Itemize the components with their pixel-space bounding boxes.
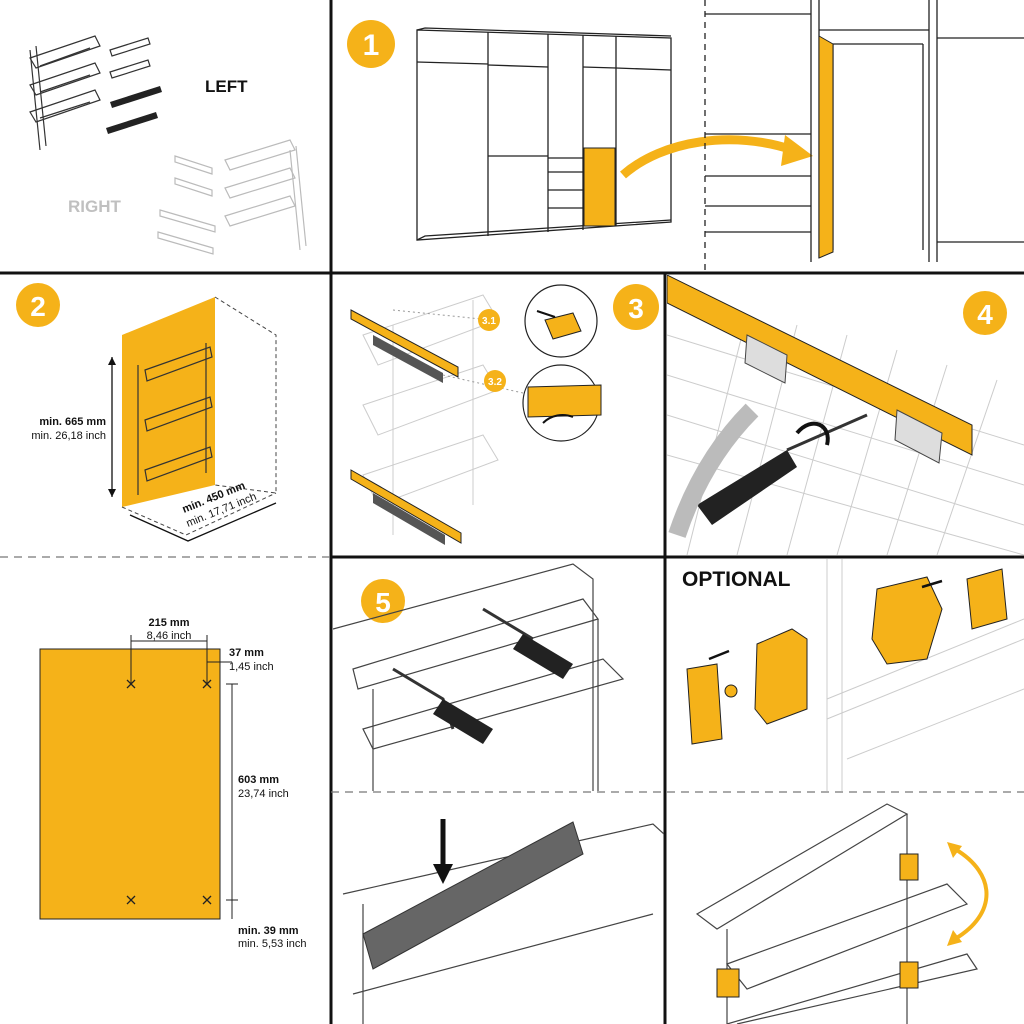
step3-number: 3 xyxy=(628,293,644,324)
adjust-illustration xyxy=(695,803,989,1024)
clamp-top xyxy=(899,853,919,881)
height-mm: min. 665 mm xyxy=(39,416,106,428)
rotate-arrow-4 xyxy=(795,421,830,446)
gray-arrow xyxy=(668,403,759,538)
width-dim-line xyxy=(130,635,208,684)
overview-illustration: LEFT RIGHT xyxy=(29,35,307,255)
step5-illustration: 5 xyxy=(333,563,625,791)
clamp-bottom-right xyxy=(899,961,919,989)
step4-bracket-1 xyxy=(744,334,788,384)
end-cap-left xyxy=(686,663,723,745)
adjust-frame xyxy=(695,803,978,1024)
side-panel xyxy=(39,648,221,920)
step1-badge xyxy=(347,20,395,68)
cover-illustration xyxy=(342,819,664,1024)
step3-panel: 3 3.1 3.2 xyxy=(333,275,664,555)
edge-inch: 1,45 inch xyxy=(229,661,274,673)
depth-dimension-line xyxy=(129,502,277,542)
clamp-bottom-left xyxy=(716,968,740,998)
zoom-side-panel xyxy=(818,35,834,259)
drill-template: 215 mm 8,46 inch 37 mm 1,45 inch 603 mm … xyxy=(39,617,306,950)
step4-bracket-2 xyxy=(894,409,943,464)
detail-2-part xyxy=(527,384,602,418)
cabinet-baskets xyxy=(137,343,213,495)
step1-arrowhead xyxy=(781,135,813,166)
left-label: LEFT xyxy=(205,77,248,96)
callout-3-2-badge xyxy=(484,370,506,392)
lower-rail xyxy=(350,469,462,544)
width-inch: 8,46 inch xyxy=(147,630,192,642)
step2-illustration: 2 min. 665 mm min. 26,18 inch min. 450 m… xyxy=(16,283,277,542)
screwdriver-2-handle xyxy=(513,634,573,679)
right-basket-set xyxy=(157,139,307,255)
edge-mm: 37 mm xyxy=(229,647,264,659)
step1-illustration: 1 xyxy=(347,0,1024,272)
left-basket-set xyxy=(29,35,151,151)
cover-strip xyxy=(362,821,584,970)
step2-badge xyxy=(16,283,60,327)
screwdriver-handle xyxy=(697,450,797,525)
step4-badge xyxy=(963,291,1007,335)
step5-number: 5 xyxy=(375,587,391,618)
square-block xyxy=(754,628,808,725)
wardrobe xyxy=(416,27,672,241)
step2-panel: 2 min. 665 mm min. 26,18 inch min. 450 m… xyxy=(0,275,330,555)
upper-slide xyxy=(373,335,443,383)
drill-dimension-panel: 215 mm 8,46 inch 37 mm 1,45 inch 603 mm … xyxy=(0,559,330,1024)
right-label: RIGHT xyxy=(68,197,122,216)
adjust-arrow xyxy=(953,847,989,941)
step4-illustration: 4 xyxy=(667,275,1024,555)
adjust-panel xyxy=(667,794,1024,1024)
optional-panel: OPTIONAL xyxy=(667,559,1024,791)
target-compartment xyxy=(583,147,616,227)
arrow-left-bottom xyxy=(708,649,730,661)
upper-rail xyxy=(350,309,459,378)
cover-panel xyxy=(333,794,664,1024)
end-cap-right xyxy=(966,568,1008,630)
step3-badge xyxy=(613,284,659,330)
callout-3-1-label: 3.1 xyxy=(482,316,496,327)
down-arrow-head xyxy=(433,864,453,884)
callout-line-1 xyxy=(392,309,492,321)
step1-panel: 1 xyxy=(333,0,1024,272)
drill-height-mm: 603 mm xyxy=(238,774,279,786)
detail-1-arrow xyxy=(536,310,556,318)
step4-number: 4 xyxy=(977,299,993,330)
step1-number: 1 xyxy=(363,29,380,62)
drill-height-inch: 23,74 inch xyxy=(238,788,289,800)
left-slides xyxy=(106,86,162,134)
screwdriver-1-handle xyxy=(433,699,493,744)
overview-panel: LEFT RIGHT xyxy=(0,0,330,272)
callout-3-2-label: 3.2 xyxy=(488,377,502,388)
callout-3-1-badge xyxy=(478,309,500,331)
step5-panel: 5 xyxy=(333,559,664,791)
step4-panel: 4 xyxy=(667,275,1024,555)
detail-1-part xyxy=(544,312,582,340)
wardrobe-zoom xyxy=(704,0,1024,272)
nut xyxy=(724,684,738,698)
screwdriver-2-shaft xyxy=(482,607,534,641)
hinge-block xyxy=(871,576,943,665)
arrow-right-top xyxy=(921,579,943,589)
callout-line-2 xyxy=(442,374,524,394)
optional-illustration: OPTIONAL xyxy=(682,559,1024,791)
lower-slide xyxy=(373,493,445,545)
cabinet-outline xyxy=(121,296,277,536)
step1-arrow xyxy=(620,135,795,179)
cabinet-wall xyxy=(122,297,215,507)
step4-rail xyxy=(667,275,973,456)
step3-illustration: 3 3.1 3.2 xyxy=(350,284,659,545)
optional-title: OPTIONAL xyxy=(682,568,791,591)
adjust-arrowheads xyxy=(947,842,962,946)
bottom-mm: min. 39 mm xyxy=(238,925,299,937)
height-inch: min. 26,18 inch xyxy=(31,430,106,442)
step2-number: 2 xyxy=(30,291,46,322)
bottom-inch: min. 5,53 inch xyxy=(238,938,306,950)
height-dim-line xyxy=(226,683,238,901)
detail-2-arrow xyxy=(542,414,574,424)
width-mm: 215 mm xyxy=(149,617,190,629)
